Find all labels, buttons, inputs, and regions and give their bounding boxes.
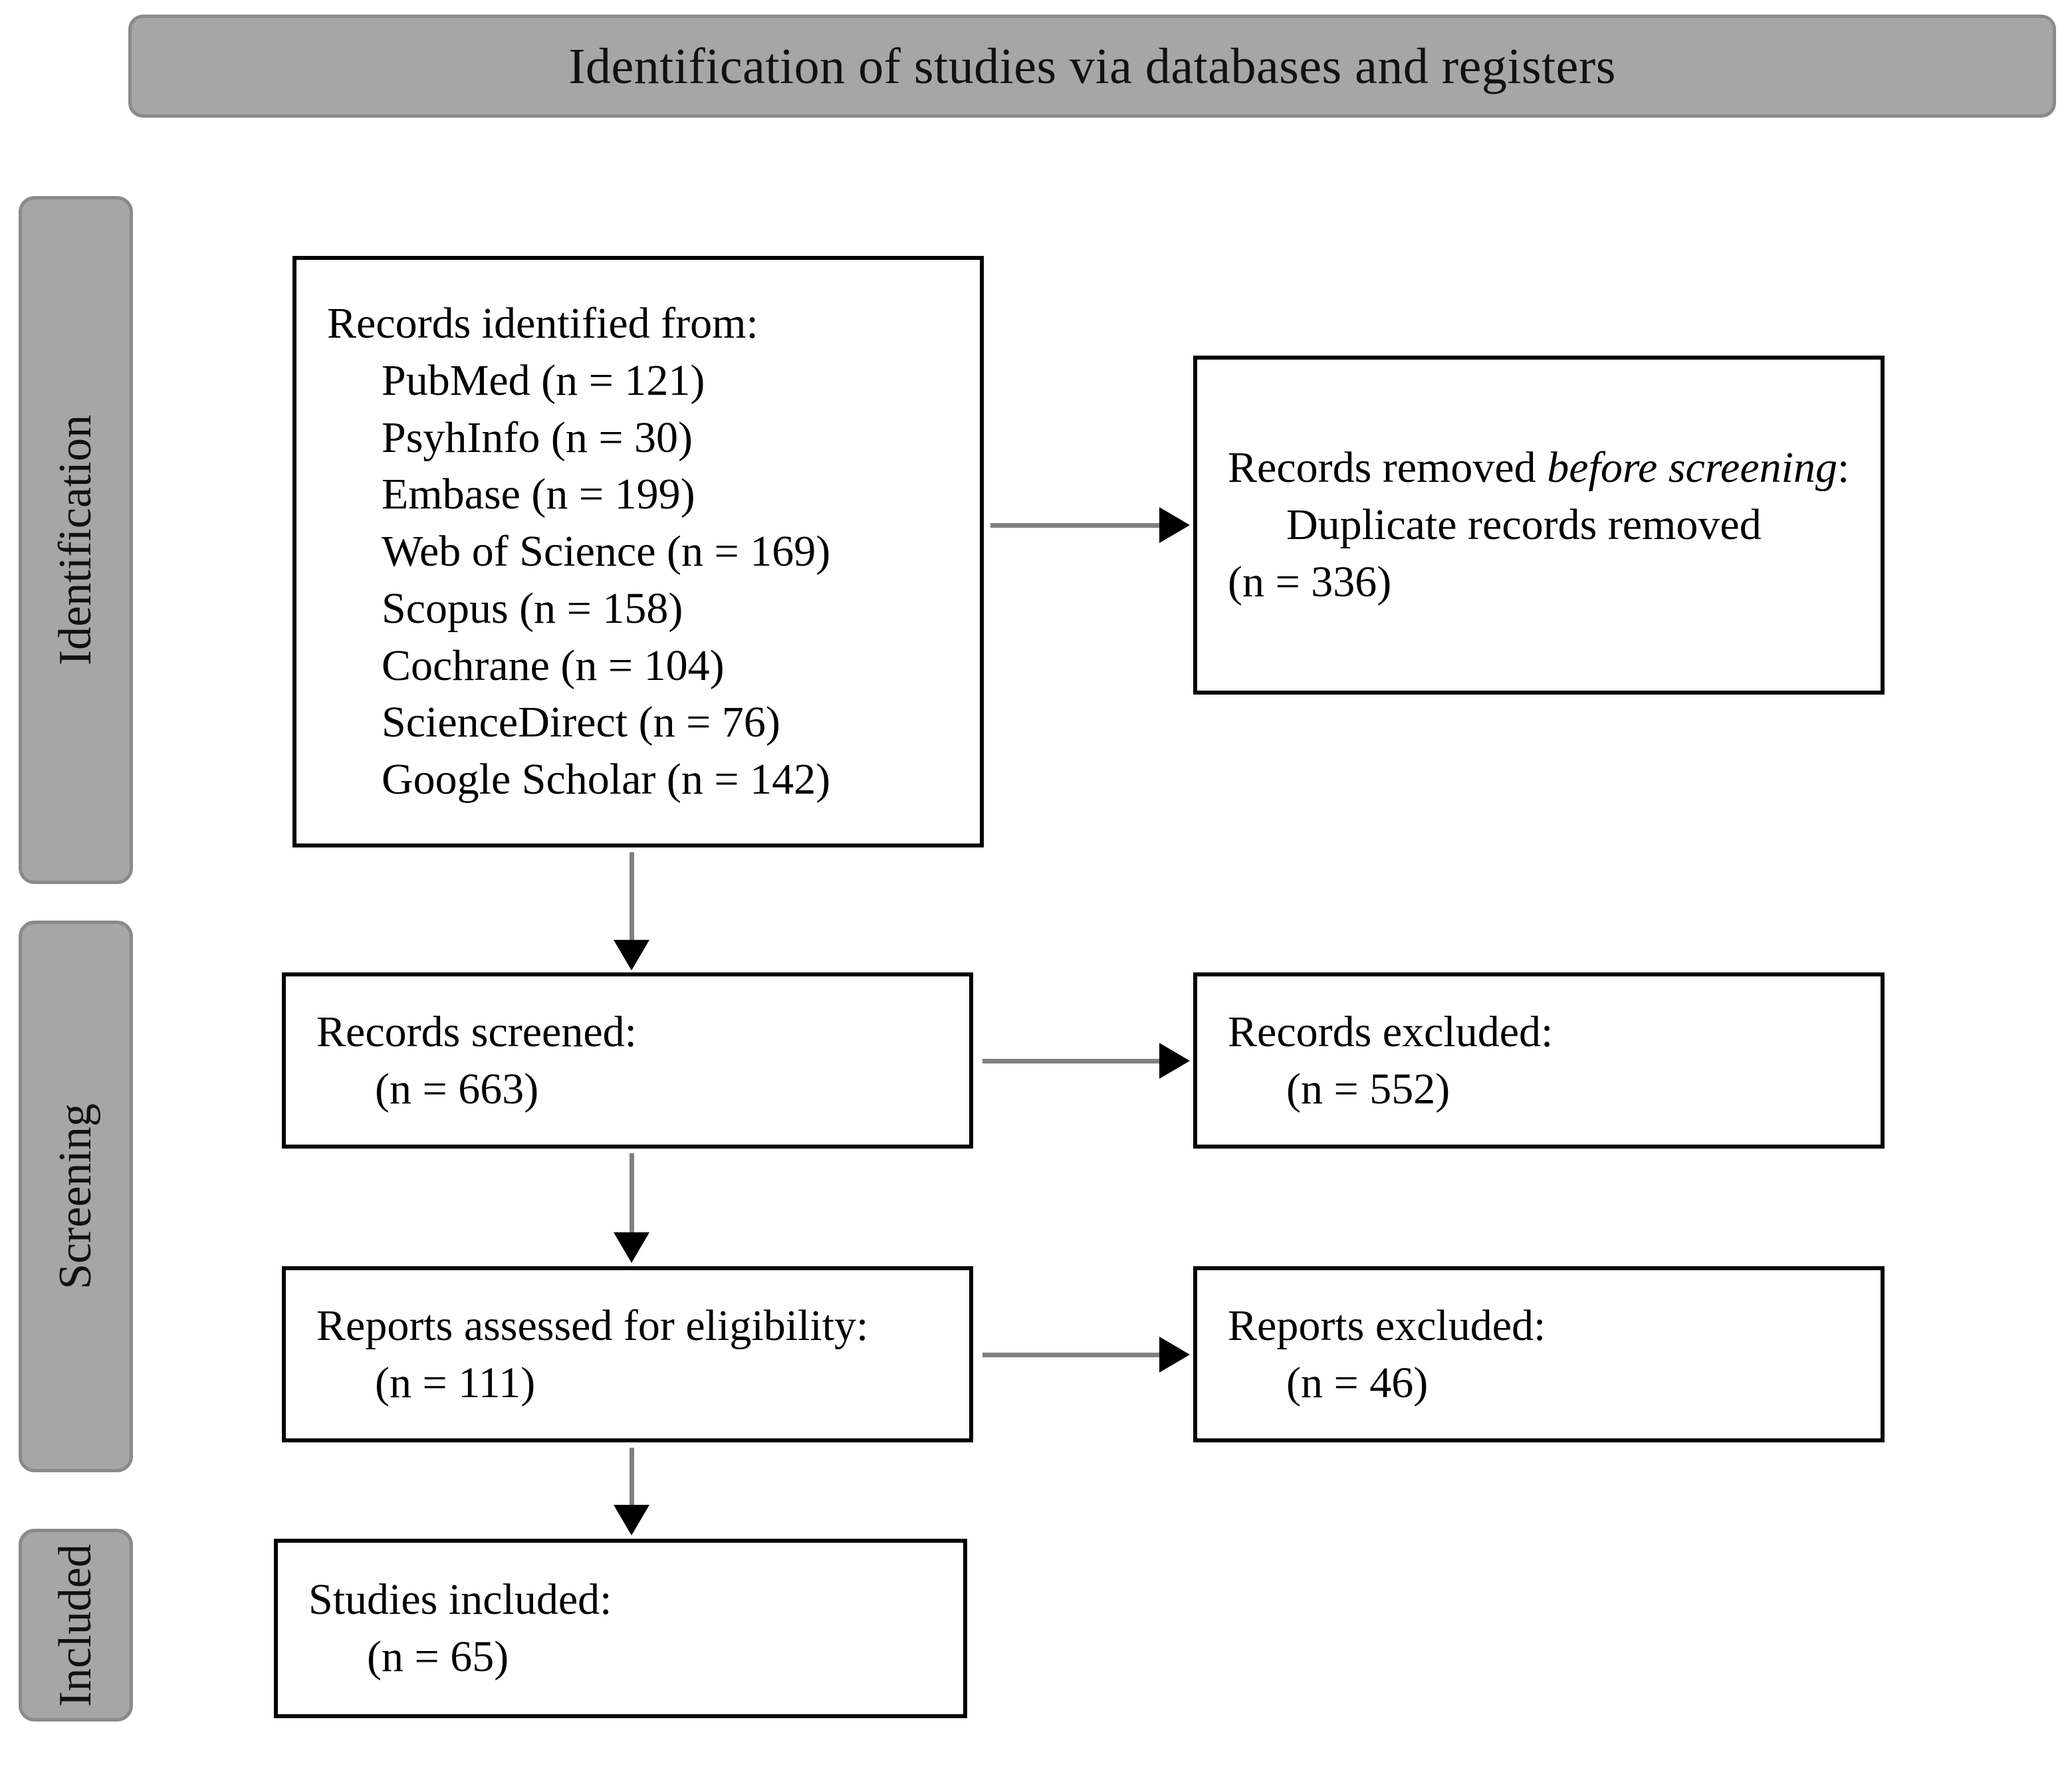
arrow-head	[614, 1232, 649, 1263]
box-records-identified: Records identified from: PubMed (n = 121…	[292, 256, 984, 847]
source-line-google-scholar: Google Scholar (n = 142)	[382, 755, 831, 804]
arrow-shaft	[982, 1058, 1161, 1063]
arrow-assessed-to-excluded-icon	[982, 1337, 1190, 1373]
box-records-identified-body: Records identified from: PubMed (n = 121…	[296, 295, 980, 808]
records-screened-count: (n = 663)	[375, 1064, 539, 1113]
records-excluded-count: (n = 552)	[1286, 1064, 1450, 1113]
box-studies-included-body: Studies included: (n = 65)	[278, 1571, 963, 1686]
stage-label-screening: Screening	[50, 1103, 101, 1289]
source-line-cochrane: Cochrane (n = 104)	[382, 641, 725, 690]
arrow-head	[614, 1505, 649, 1535]
arrow-identified-to-screened-icon	[614, 852, 649, 970]
studies-included-label: Studies included:	[308, 1575, 612, 1624]
stage-label-included: Included	[50, 1543, 101, 1707]
box-reports-assessed-for-eligibility: Reports assessed for eligibility: (n = 1…	[282, 1266, 973, 1442]
records-removed-heading-italic: before screening	[1547, 443, 1837, 493]
box-records-excluded: Records excluded: (n = 552)	[1193, 972, 1885, 1149]
stage-bar-identification: Identification	[19, 196, 133, 884]
arrow-shaft	[990, 522, 1161, 528]
diagram-banner: Identification of studies via databases …	[128, 15, 2056, 118]
arrow-head	[1159, 1337, 1190, 1373]
source-line-pubmed: PubMed (n = 121)	[382, 356, 705, 405]
records-excluded-label: Records excluded:	[1228, 1007, 1554, 1056]
arrow-shaft	[629, 1153, 634, 1234]
stage-bar-included: Included	[19, 1529, 133, 1722]
arrow-shaft	[629, 852, 634, 941]
arrow-head	[614, 940, 649, 970]
banner-title: Identification of studies via databases …	[568, 38, 1616, 94]
records-identified-heading: Records identified from:	[327, 298, 758, 348]
source-line-embase: Embase (n = 199)	[382, 470, 695, 519]
records-removed-heading-prefix: Records removed	[1228, 443, 1548, 493]
box-reports-excluded: Reports excluded: (n = 46)	[1193, 1266, 1885, 1442]
box-records-excluded-body: Records excluded: (n = 552)	[1197, 1004, 1881, 1118]
source-line-web-of-science: Web of Science (n = 169)	[382, 527, 831, 576]
records-screened-label: Records screened:	[316, 1007, 637, 1056]
arrow-head	[1159, 1043, 1190, 1079]
reports-excluded-count: (n = 46)	[1286, 1358, 1429, 1407]
source-line-sciencedirect: ScienceDirect (n = 76)	[382, 698, 780, 747]
source-line-scopus: Scopus (n = 158)	[382, 584, 683, 633]
box-records-screened-body: Records screened: (n = 663)	[286, 1004, 969, 1118]
records-removed-heading-suffix: :	[1837, 443, 1850, 493]
box-records-removed-body: Records removed before screening: Duplic…	[1197, 439, 1881, 610]
box-records-removed-before-screening: Records removed before screening: Duplic…	[1193, 356, 1885, 695]
studies-included-count: (n = 65)	[367, 1632, 509, 1681]
records-removed-count: (n = 336)	[1228, 557, 1392, 606]
stage-label-identification: Identification	[50, 414, 101, 666]
arrow-shaft	[629, 1448, 634, 1506]
arrow-head	[1159, 507, 1190, 543]
arrow-screened-to-assessed-icon	[614, 1153, 649, 1263]
stage-bar-screening: Screening	[19, 921, 133, 1472]
arrow-assessed-to-included-icon	[614, 1448, 649, 1535]
reports-assessed-label: Reports assessed for eligibility:	[316, 1301, 869, 1350]
box-records-screened: Records screened: (n = 663)	[282, 972, 973, 1149]
reports-excluded-label: Reports excluded:	[1228, 1301, 1546, 1350]
source-line-psyhinfo: PsyhInfo (n = 30)	[382, 413, 693, 462]
records-removed-detail: Duplicate records removed	[1286, 501, 1762, 550]
box-studies-included: Studies included: (n = 65)	[274, 1539, 967, 1718]
arrow-screened-to-excluded-icon	[982, 1043, 1190, 1079]
arrow-shaft	[982, 1352, 1161, 1357]
arrow-identified-to-removed-icon	[990, 507, 1190, 543]
records-removed-heading: Records removed before screening:	[1228, 439, 1850, 497]
box-reports-excluded-body: Reports excluded: (n = 46)	[1197, 1297, 1881, 1412]
box-reports-assessed-body: Reports assessed for eligibility: (n = 1…	[286, 1297, 969, 1412]
reports-assessed-count: (n = 111)	[375, 1358, 536, 1407]
